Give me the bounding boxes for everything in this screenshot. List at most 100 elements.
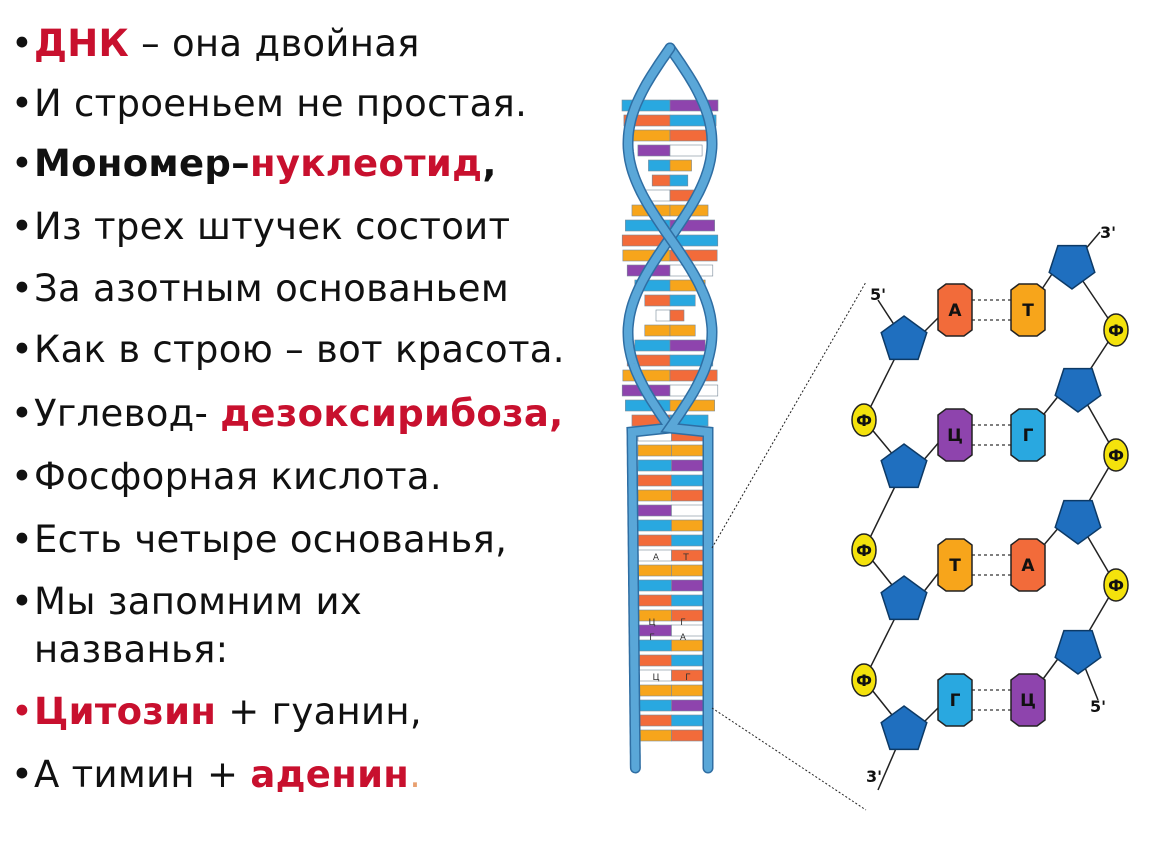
helix-rung-right [671,534,706,547]
helix-rung-right [669,369,718,382]
sugar-pentagon [880,315,928,361]
helix-rung-right [671,684,706,697]
helix-rung-left [637,639,672,652]
helix-rung-right [669,294,696,307]
helix-rung-left [648,159,671,172]
helix-rung-right [671,699,706,712]
helix-rung-left [637,564,672,577]
poem-line-8: •Фосфорная кислота. [10,455,442,498]
helix-rung-left [637,579,672,592]
helix-rung-left [637,474,672,487]
helix-rung-right [671,444,706,457]
base-letter: Т [949,556,961,576]
poem-line-9: •Есть четыре основанья, [10,518,508,561]
helix-rung-right [669,309,685,322]
helix-rung-left [637,594,672,607]
phosphate-circle [851,533,877,567]
helix-rung-right [669,249,718,262]
helix-rung-right [671,504,706,517]
helix-rung-right [669,129,711,142]
helix-rung-left [637,654,672,667]
zoom-line-bottom [711,707,867,811]
poem-line-6: •Как в строю – вот красота. [10,328,565,371]
helix-rung-left [637,714,672,727]
helix-rung-left [622,369,671,382]
poem-line-10: •Мы запомним их [10,580,363,623]
helix-rung-right [669,219,715,232]
helix-rung-right [671,624,706,637]
helix-rung-left [637,699,672,712]
poem-line-3: •Мономер–нуклеотид, [10,142,497,185]
sugar-pentagon [880,443,928,489]
helix-rung-left [637,684,672,697]
nitrogen-base [1010,408,1046,462]
helix-rung-left [644,324,671,337]
phosphate-label: Ф [1108,446,1124,465]
helix-base-letter: Г [685,673,691,683]
poem-line-1: •ДНК – она двойная [10,22,420,65]
phosphate-circle [1103,438,1129,472]
nitrogen-base [937,538,973,592]
poem-line-7: •Углевод- дезоксирибоза, [10,392,564,435]
term-cytosine: Цитозин [34,690,217,733]
phosphate-circle [851,663,877,697]
helix-base-letter: Ц [649,618,656,628]
phosphate-label: Ф [1108,576,1124,595]
helix-base-letter: Ц [653,673,660,683]
helix-rung-right [671,594,706,607]
helix-base-letter: Г [680,618,686,628]
poem-line-12: •А тимин + аденин. [10,753,422,796]
helix-rung-right [669,174,689,187]
base-letter: А [948,301,962,321]
helix-rung-left [637,144,671,157]
label-5-prime-top: 5' [870,285,886,304]
sugar-pentagon [1054,499,1102,545]
phosphate-label: Ф [856,671,872,690]
helix-rung-left [629,129,671,142]
base-letter: Г [950,691,961,711]
nitrogen-base [1010,538,1046,592]
helix-strand-1 [623,44,717,772]
sugar-pentagon [1054,629,1102,675]
base-letter: Т [1022,301,1034,321]
helix-rung-left [637,519,672,532]
helix-rung-right [671,639,706,652]
helix-rung-right [669,99,719,112]
helix-rung-left [637,489,672,502]
nitrogen-base [937,408,973,462]
helix-rung-left [637,534,672,547]
base-letter: Г [1023,426,1034,446]
helix-rung-right [669,114,717,127]
base-letter: Ц [947,426,963,446]
sugar-pentagon [1054,367,1102,413]
phosphate-label: Ф [856,411,872,430]
zoom-line-top [711,281,867,549]
zoom-connector-lines [711,281,867,811]
helix-rung-right [669,144,703,157]
helix-rung-right [671,489,706,502]
label-3-prime-bottom: 3' [866,767,882,786]
nitrogen-base [1010,673,1046,727]
sugar-pentagon [880,705,928,751]
helix-rung-right [669,324,696,337]
helix-rung-right [671,519,706,532]
poem-line-11: •Цитозин + гуанин, [10,690,422,733]
label-3-prime-top: 3' [1100,223,1116,242]
helix-rung-right [671,714,706,727]
helix-base-letter: А [653,553,660,563]
helix-rung-right [669,339,706,352]
phosphate-circle [851,403,877,437]
sugar-pentagon [880,575,928,621]
helix-rung-right [671,609,706,622]
helix-rung-left [637,504,672,517]
term-deoxyribose: дезоксирибоза, [220,392,564,435]
nitrogen-base [937,283,973,337]
helix-rung-right [671,459,706,472]
nitrogen-base [1010,283,1046,337]
helix-rung-left [637,459,672,472]
phosphate-label: Ф [1108,321,1124,340]
poem-line-4: •Из трех штучек состоит [10,205,511,248]
